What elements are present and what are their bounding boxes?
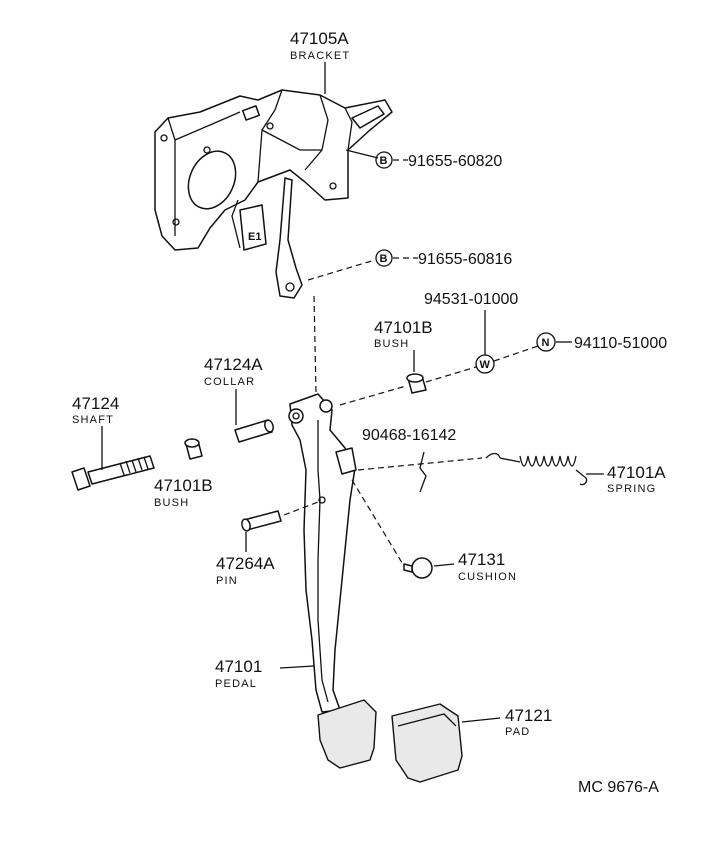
shaft-part-name: SHAFT	[72, 414, 114, 426]
bush-lower-drawing	[184, 438, 203, 460]
shaft-drawing	[71, 455, 155, 491]
pin-part-number: 47264A	[216, 554, 275, 573]
bush-upper-part-name: BUSH	[374, 338, 409, 350]
bracket-part-number: 47105A	[290, 29, 349, 48]
pedal-drawing	[288, 393, 357, 713]
nut-symbol: N	[542, 337, 550, 349]
bush-upper-part-number: 47101B	[374, 318, 433, 337]
pad-part-number: 47121	[505, 706, 552, 725]
callout-bolt-lower: B 91655-60816	[307, 249, 512, 281]
cushion-part-name: CUSHION	[458, 571, 517, 583]
bolt-upper-code: 91655-60820	[408, 153, 502, 170]
pad-drawing	[391, 703, 463, 783]
collar-part-number: 47124A	[204, 355, 263, 374]
bolt-symbol-icon	[375, 249, 393, 267]
pin-drawing	[241, 510, 282, 532]
shaft-part-number: 47124	[72, 394, 119, 413]
callout-bolt-upper: B 91655-60820	[345, 149, 502, 170]
collar-drawing	[234, 419, 274, 443]
bush-lower-part-name: BUSH	[154, 497, 189, 509]
pedal-part-number: 47101	[215, 657, 262, 676]
bush-upper-drawing	[406, 373, 427, 394]
spring-part-number: 47101A	[607, 463, 666, 482]
pin-part-name: PIN	[216, 575, 238, 587]
nut-code: 94110-51000	[574, 335, 667, 352]
callout-nut: N 94110-51000	[536, 332, 667, 352]
clip-drawing	[419, 451, 427, 493]
bracket-mark-glyph: E1	[248, 231, 261, 243]
pedal-part-name: PEDAL	[215, 678, 257, 690]
washer-symbol-icon	[475, 354, 495, 374]
bolt-symbol-icon	[375, 151, 393, 169]
bolt-lower-code: 91655-60816	[418, 251, 512, 268]
washer-code: 94531-01000	[424, 291, 518, 308]
bolt-symbol-lower: B	[380, 253, 388, 265]
collar-part-name: COLLAR	[204, 376, 255, 388]
cushion-drawing	[403, 557, 433, 579]
pedal-foot-pad	[317, 699, 377, 769]
figure-id: MC 9676-A	[578, 779, 659, 796]
bracket-part-name: BRACKET	[290, 50, 350, 62]
cushion-part-number: 47131	[458, 550, 505, 569]
callout-washer: 94531-01000 W	[424, 291, 518, 374]
washer-symbol: W	[480, 359, 491, 371]
spring-drawing	[485, 452, 588, 486]
pad-part-name: PAD	[505, 726, 530, 738]
bush-lower-part-number: 47101B	[154, 476, 213, 495]
spring-part-name: SPRING	[607, 483, 656, 495]
clip-code: 90468-16142	[362, 427, 456, 444]
nut-symbol-icon	[536, 332, 556, 352]
bracket-drawing: E1	[154, 89, 393, 299]
bolt-symbol-upper: B	[380, 155, 388, 167]
